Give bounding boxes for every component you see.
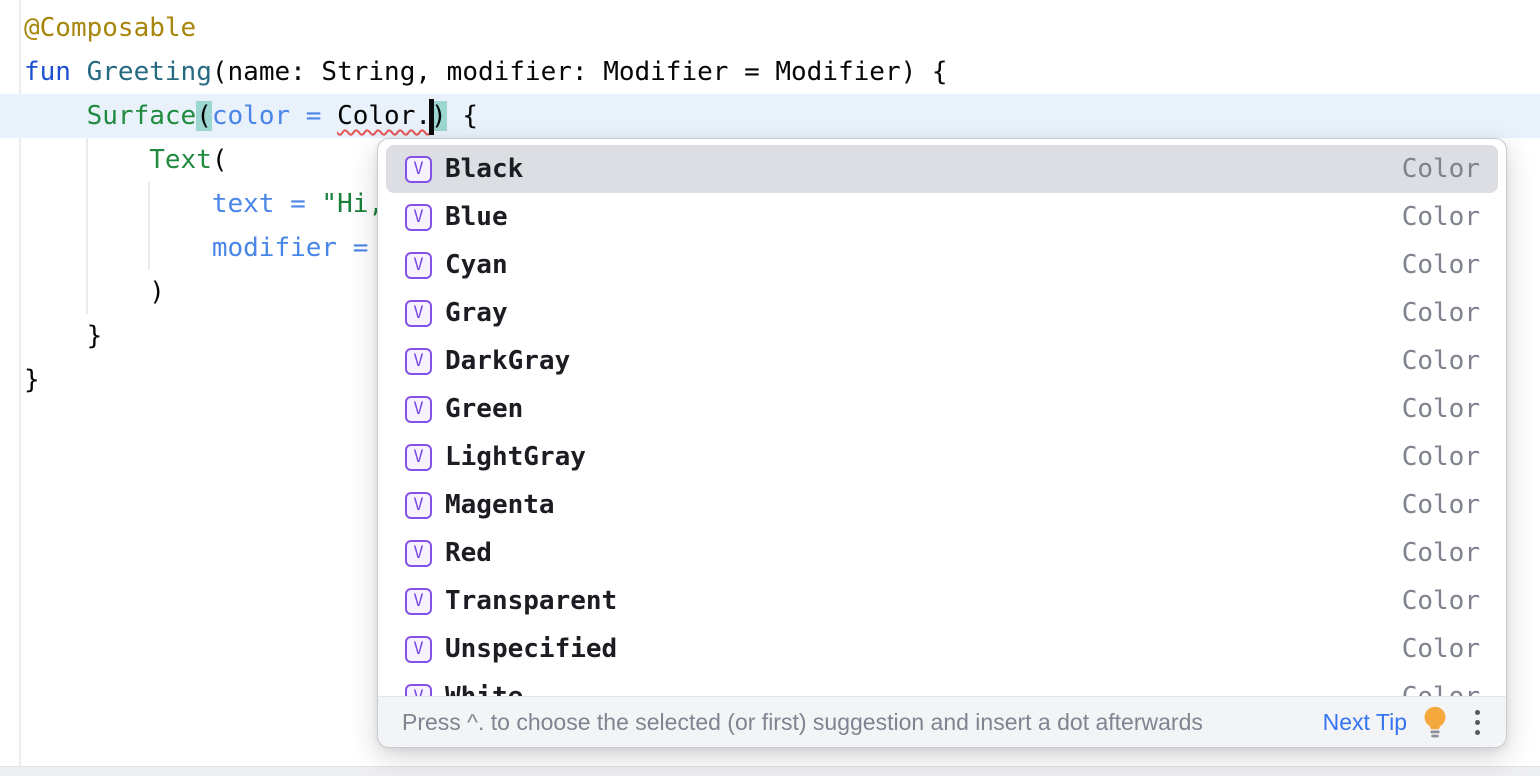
- more-options-button[interactable]: [1473, 708, 1482, 737]
- completion-item-type: Color: [1401, 538, 1480, 568]
- completion-item-type: Color: [1401, 394, 1480, 424]
- code-line[interactable]: Surface(color = Color.) {: [0, 94, 1540, 138]
- value-icon: V: [405, 587, 432, 615]
- completion-item-name: Black: [445, 154, 524, 184]
- completion-item-name: White: [445, 682, 523, 696]
- indent-guide: [148, 182, 150, 270]
- code-token: color =: [211, 101, 338, 131]
- completion-item[interactable]: V Blue Color: [386, 193, 1498, 241]
- value-icon: V: [405, 155, 432, 183]
- code-token: text =: [211, 189, 322, 219]
- completion-item-name: Transparent: [445, 586, 618, 616]
- completion-hint-text: Press ^. to choose the selected (or firs…: [402, 708, 1203, 735]
- value-icon: V: [405, 491, 432, 519]
- code-token: [24, 101, 87, 131]
- completion-item-type: Color: [1401, 298, 1480, 328]
- value-icon: V: [405, 683, 432, 696]
- code-lines: @Composable fun Greeting(name: String, mo…: [0, 6, 1540, 402]
- completion-item[interactable]: V Magenta Color: [386, 481, 1498, 529]
- completion-item[interactable]: V Green Color: [386, 385, 1498, 433]
- value-icon: V: [405, 635, 432, 663]
- completion-item-type: Color: [1401, 586, 1480, 616]
- value-icon: V: [405, 443, 432, 471]
- value-icon: V: [405, 203, 432, 231]
- code-token: (name: String, modifier: Modifier = Modi…: [211, 57, 948, 87]
- code-token: @Composable: [24, 13, 197, 43]
- value-icon: V: [405, 539, 432, 567]
- value-icon: V: [405, 299, 432, 327]
- completion-item-type: Color: [1402, 682, 1480, 696]
- completion-item-name: DarkGray: [445, 346, 571, 376]
- completion-item-type: Color: [1401, 346, 1480, 376]
- code-token: ): [431, 101, 447, 131]
- lightbulb-icon: [1424, 706, 1446, 738]
- completion-item-name: Green: [445, 394, 524, 424]
- code-line[interactable]: text = "Hi,: [0, 182, 1540, 226]
- completion-item-type: Color: [1401, 202, 1480, 232]
- code-line[interactable]: @Composable: [0, 6, 1540, 50]
- completion-item-type: Color: [1401, 442, 1480, 472]
- indent-guide: [86, 138, 88, 314]
- completion-item[interactable]: V Cyan Color: [386, 241, 1498, 289]
- code-token: fun: [24, 57, 87, 87]
- code-token: Text: [149, 145, 212, 175]
- completion-item[interactable]: V Gray Color: [386, 289, 1498, 337]
- completion-item-type: Color: [1401, 250, 1480, 280]
- code-token: }: [24, 365, 40, 395]
- code-token: }: [24, 321, 103, 351]
- window-bottom-band: [0, 766, 1540, 776]
- code-token: modifier =: [211, 233, 385, 263]
- completion-item[interactable]: V White Color: [386, 673, 1498, 696]
- value-icon: V: [405, 395, 432, 423]
- code-line[interactable]: ): [0, 270, 1540, 314]
- completion-item-type: Color: [1401, 634, 1480, 664]
- completion-item[interactable]: V LightGray Color: [386, 433, 1498, 481]
- completion-item[interactable]: V Transparent Color: [386, 577, 1498, 625]
- completion-item-name: Magenta: [445, 490, 555, 520]
- code-token: [24, 233, 212, 263]
- completion-item-name: Red: [445, 538, 492, 568]
- code-token: Surface: [86, 101, 197, 131]
- code-token: [24, 189, 212, 219]
- completion-item-name: Unspecified: [445, 634, 618, 664]
- code-line[interactable]: fun Greeting(name: String, modifier: Mod…: [0, 50, 1540, 94]
- completion-item-type: Color: [1401, 154, 1480, 184]
- code-token: "Hi,: [321, 189, 385, 219]
- code-line[interactable]: modifier =: [0, 226, 1540, 270]
- completion-item[interactable]: V Unspecified Color: [386, 625, 1498, 673]
- code-token: Color.: [337, 101, 432, 131]
- completion-item[interactable]: V Red Color: [386, 529, 1498, 577]
- code-line[interactable]: }: [0, 314, 1540, 358]
- completion-item[interactable]: V DarkGray Color: [386, 337, 1498, 385]
- code-line[interactable]: Text(: [0, 138, 1540, 182]
- code-token: (: [196, 101, 212, 131]
- value-icon: V: [405, 251, 432, 279]
- next-tip-link[interactable]: Next Tip: [1322, 708, 1407, 735]
- completion-item-name: Cyan: [445, 250, 508, 280]
- gutter-border: [19, 0, 21, 768]
- value-icon: V: [405, 347, 432, 375]
- code-token: Greeting: [86, 57, 212, 87]
- code-line[interactable]: }: [0, 358, 1540, 402]
- completion-item-name: Gray: [445, 298, 508, 328]
- completion-item-name: Blue: [445, 202, 508, 232]
- code-token: [24, 145, 149, 175]
- code-token: {: [446, 101, 478, 131]
- completion-item-type: Color: [1401, 490, 1480, 520]
- completion-footer: Press ^. to choose the selected (or firs…: [378, 696, 1506, 747]
- code-token: ): [24, 277, 165, 307]
- completion-item-name: LightGray: [445, 442, 586, 472]
- code-token: (: [211, 145, 228, 175]
- completion-item[interactable]: V Black Color: [386, 145, 1498, 193]
